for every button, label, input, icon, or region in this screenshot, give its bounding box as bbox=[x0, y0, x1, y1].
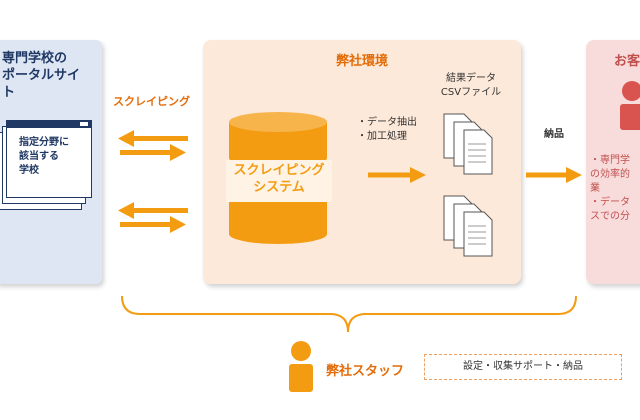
portal-title-line-3: ト bbox=[2, 85, 16, 100]
process-steps: ・データ抽出 ・加工処理 bbox=[357, 116, 417, 144]
system-label-line-1: スクレイピング bbox=[233, 163, 325, 178]
process-step-process: ・加工処理 bbox=[357, 131, 407, 142]
staff-label: 弊社スタッフ bbox=[326, 364, 405, 379]
window-control-icon bbox=[80, 122, 88, 126]
benefit-line-2: の効率的 bbox=[590, 169, 630, 180]
window-text-line-1: 指定分野に bbox=[19, 137, 69, 148]
exchange-arrows bbox=[118, 130, 188, 233]
benefit-line-5: スでの分 bbox=[590, 211, 630, 222]
browser-window: 指定分野に 該当する 学校 bbox=[6, 120, 92, 198]
benefit-line-1: ・専門学 bbox=[590, 155, 630, 166]
right-arrow-icon bbox=[120, 144, 186, 161]
window-text-line-2: 該当する bbox=[19, 151, 59, 162]
customer-title: お客 bbox=[614, 54, 640, 69]
portal-title-line-1: 専門学校の bbox=[2, 51, 68, 66]
right-arrow-icon bbox=[526, 167, 582, 183]
window-text-line-3: 学校 bbox=[19, 165, 39, 176]
portal-site-title: 専門学校の ポータルサイ ト bbox=[2, 50, 102, 101]
company-environment-title: 弊社環境 bbox=[335, 54, 388, 69]
scraping-label: スクレイピング bbox=[113, 95, 190, 108]
left-arrow-icon bbox=[118, 202, 188, 219]
scraping-system-label: スクレイピング システム bbox=[226, 160, 332, 202]
customer-panel: お客 ・専門学 の効率的 業 ・データ スでの分 bbox=[586, 40, 640, 284]
customer-benefits: ・専門学 の効率的 業 ・データ スでの分 bbox=[590, 154, 630, 224]
left-arrow-icon bbox=[118, 130, 188, 147]
system-label-line-2: システム bbox=[253, 180, 305, 195]
benefit-line-3: 業 bbox=[590, 183, 600, 194]
person-icon bbox=[620, 81, 640, 130]
staff-support-text: 設定・収集サポート・納品 bbox=[463, 361, 583, 372]
result-label-line-2: CSVファイル bbox=[440, 87, 502, 98]
right-arrow-icon bbox=[368, 167, 426, 183]
window-titlebar bbox=[7, 121, 91, 128]
process-step-extract: ・データ抽出 bbox=[357, 117, 417, 128]
result-data-label: 結果データ CSVファイル bbox=[436, 72, 506, 100]
delivery-label: 納品 bbox=[544, 129, 564, 140]
right-arrow-icon bbox=[120, 216, 186, 233]
portal-title-line-2: ポータルサイ bbox=[2, 68, 81, 83]
bracket-connector bbox=[121, 295, 577, 333]
result-label-line-1: 結果データ bbox=[446, 73, 496, 84]
csv-files-icon bbox=[443, 113, 493, 257]
staff-support-box: 設定・収集サポート・納品 bbox=[424, 354, 622, 380]
staff-person-icon bbox=[289, 341, 313, 392]
window-content: 指定分野に 該当する 学校 bbox=[7, 128, 91, 178]
benefit-line-4: ・データ bbox=[590, 197, 630, 208]
